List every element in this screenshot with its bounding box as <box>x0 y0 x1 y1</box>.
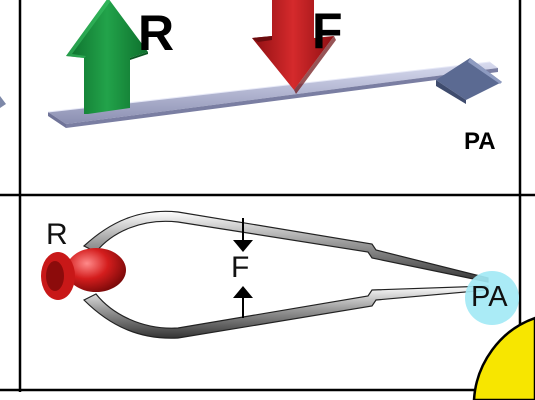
bottom-fulcrum-label: PA <box>471 281 508 313</box>
top-resistance-label: R <box>138 5 175 61</box>
lower-force-arrowhead <box>233 286 253 298</box>
left-edge-fulcrum-fragment <box>0 96 6 108</box>
fulcrum-block <box>436 58 502 104</box>
tweezers-lower-arm <box>82 285 489 339</box>
gripped-object <box>41 248 126 300</box>
force-arrow-down <box>252 0 336 94</box>
yellow-corner-shape <box>472 316 535 400</box>
bottom-force-label: F <box>231 251 250 284</box>
fulcrum-point-circle <box>465 271 519 325</box>
tweezers-upper-arm <box>82 210 489 283</box>
tweezers <box>82 210 489 339</box>
pinch-force-arrows <box>233 218 253 318</box>
resistance-arrow-up <box>66 0 148 114</box>
lever-bar <box>47 61 498 128</box>
bottom-resistance-label: R <box>46 218 68 251</box>
upper-force-arrowhead <box>233 240 253 252</box>
top-force-label: F <box>312 3 343 59</box>
top-fulcrum-label: PA <box>464 128 496 155</box>
